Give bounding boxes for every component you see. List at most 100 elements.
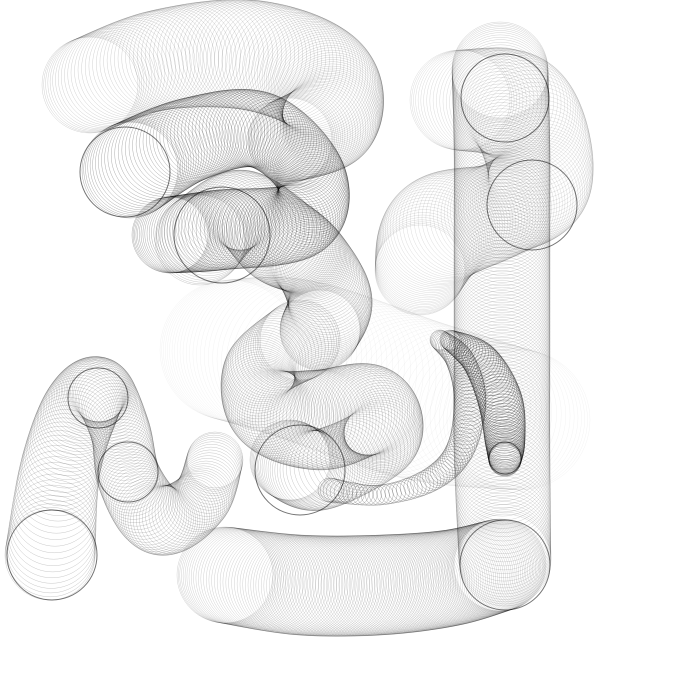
stroke-circle (453, 333, 551, 431)
stroke-circle (178, 526, 275, 624)
stroke-circle (254, 113, 327, 186)
stroke-circle (411, 528, 508, 625)
stroke-circle (207, 1, 319, 113)
stroke-circle (258, 209, 343, 294)
stroke-circle (452, 34, 549, 132)
stroke-circle (107, 468, 176, 537)
stroke-circle (388, 531, 486, 629)
stroke-circle (114, 108, 205, 199)
stroke-circle (182, 446, 240, 505)
stroke-circle (200, 529, 299, 628)
stroke-circle (474, 70, 585, 181)
stroke-circle (177, 91, 259, 173)
stroke-circle (161, 192, 241, 272)
stroke-circle (455, 160, 552, 257)
stroke-circle (285, 273, 369, 358)
stroke-circle (315, 535, 417, 637)
stroke-circle (452, 32, 549, 129)
stroke-circle (485, 425, 525, 465)
stroke-circle (285, 535, 387, 637)
stroke-circle (450, 418, 481, 450)
stroke-circle (203, 0, 315, 112)
stroke-circle (256, 302, 337, 383)
stroke-circle (480, 86, 590, 196)
stroke-circle (141, 3, 246, 108)
stroke-circle (110, 109, 202, 201)
stroke-circle (278, 233, 361, 315)
stroke-circle (133, 485, 203, 555)
stroke-circle (252, 421, 334, 502)
stroke-circle (486, 107, 594, 215)
stroke-circle (445, 437, 474, 466)
stroke-circle (83, 382, 145, 444)
stroke-circle (277, 430, 358, 511)
stroke-circle (70, 359, 134, 424)
stroke-circle (275, 166, 349, 241)
stroke-circle (146, 98, 231, 183)
stroke-circle (279, 76, 375, 172)
stroke-circle (388, 480, 410, 503)
stroke-circle (453, 346, 551, 444)
stroke-circle (453, 203, 551, 300)
stroke-circle (271, 83, 364, 176)
stroke-circle (70, 23, 169, 122)
stroke-circle (475, 370, 520, 415)
stroke-circle (265, 215, 348, 298)
stroke-circle (343, 392, 423, 472)
stroke-circle (225, 5, 338, 118)
stroke-circle (453, 393, 551, 491)
stroke-circle (221, 342, 296, 417)
stroke-circle (453, 382, 487, 416)
stroke-circle (325, 534, 427, 636)
stroke-circle (261, 370, 361, 470)
stroke-circle (189, 172, 272, 254)
stroke-circle (451, 28, 549, 125)
stroke-circle (359, 533, 459, 633)
stroke-circle (267, 217, 349, 299)
stroke-circle (274, 430, 356, 511)
stroke-circle (453, 359, 551, 457)
stroke-circle (318, 535, 419, 636)
stroke-circle (55, 30, 153, 128)
stroke-circle (297, 365, 395, 464)
stroke-circle (256, 424, 338, 505)
stroke-circle (245, 311, 323, 389)
stroke-circle (424, 525, 520, 621)
stroke-circle (458, 507, 552, 600)
stroke-circle (256, 183, 334, 261)
stroke-circle (479, 384, 525, 430)
stroke-circle (171, 467, 232, 528)
stroke-circle (453, 213, 551, 310)
stroke-circle (447, 430, 477, 460)
stroke-circle (425, 462, 451, 488)
stroke-circle (220, 349, 297, 426)
stroke-circle (272, 222, 353, 304)
stroke-circle (270, 220, 352, 302)
stroke-circle (220, 353, 299, 432)
stroke-circle (237, 318, 313, 393)
stroke-circle (161, 279, 303, 421)
stroke-circle (441, 443, 470, 472)
stroke-circle (293, 535, 395, 637)
stroke-circle (258, 535, 359, 636)
stroke-circle (96, 443, 161, 508)
stroke-circle (149, 1, 255, 108)
stroke-circle (265, 428, 347, 510)
stroke-circle (221, 188, 301, 268)
stroke-circle (286, 301, 450, 465)
stroke-circle (135, 196, 213, 274)
stroke-circle (333, 370, 421, 458)
stroke-circle (148, 481, 215, 548)
stroke-circle (440, 446, 468, 474)
stroke-circle (455, 49, 565, 159)
stroke-circle (323, 534, 424, 636)
stroke-circle (245, 105, 320, 180)
stroke-circle (336, 534, 437, 635)
stroke-circle (442, 330, 466, 354)
stroke-circle (286, 269, 371, 354)
stroke-circle (453, 246, 551, 344)
stroke-circle (453, 273, 551, 371)
stroke-circle (421, 166, 525, 270)
stroke-circle (192, 276, 348, 432)
stroke-circle (144, 194, 223, 273)
